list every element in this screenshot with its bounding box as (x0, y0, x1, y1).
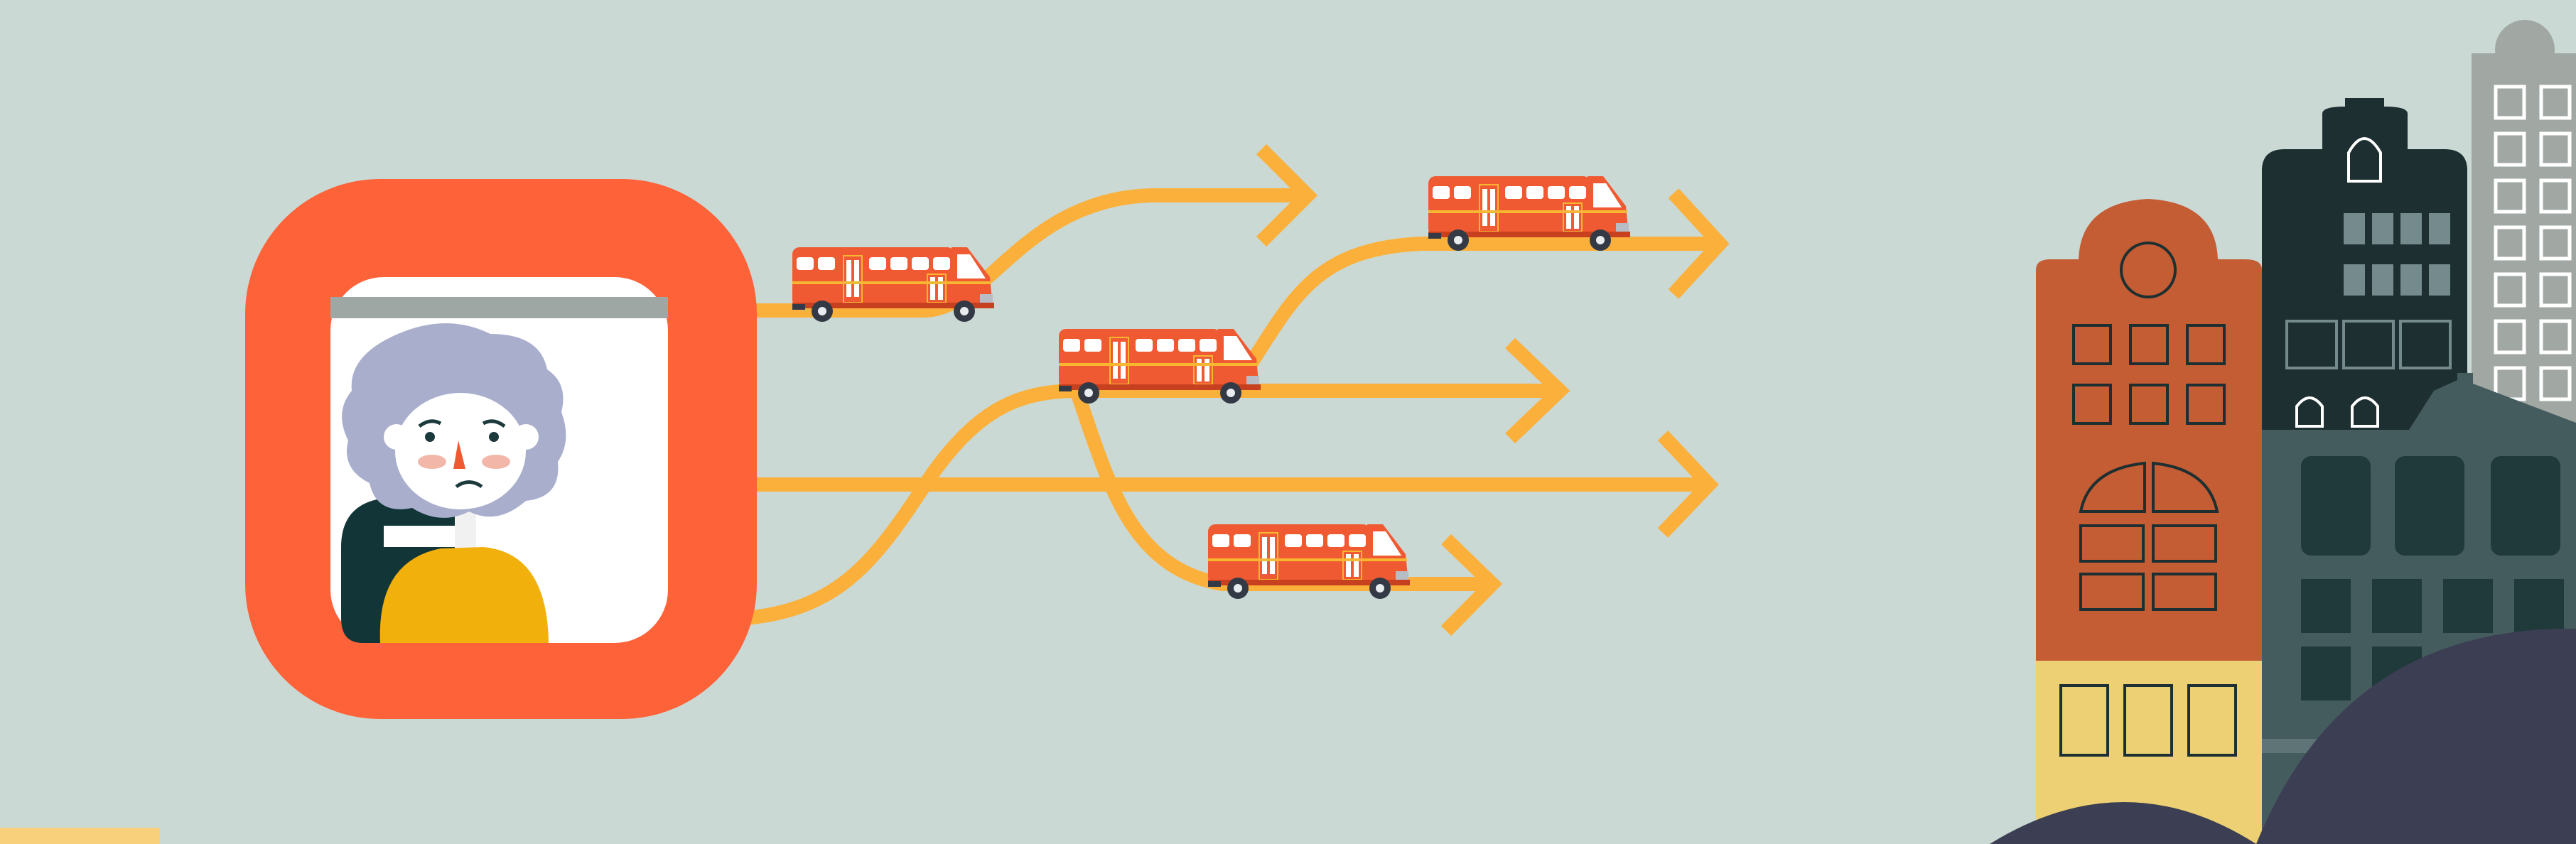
route-middle-arrowhead (1657, 431, 1719, 538)
route-bottom-swoop (713, 384, 1560, 627)
route-center-arrowhead (1505, 337, 1570, 444)
window-top-bar (330, 297, 668, 318)
city-buildings (1990, 20, 2576, 844)
hill-small (1990, 802, 2256, 844)
route-lines (713, 144, 1730, 637)
orange-building (2036, 199, 2262, 661)
route-top-arrowhead (1256, 144, 1318, 247)
hill-large (2256, 628, 2576, 844)
route-upper-branch (1241, 237, 1720, 374)
route-upper-arrowhead (1668, 188, 1730, 299)
corner-accent (0, 828, 160, 844)
window-frame (245, 179, 757, 719)
worried-passenger (341, 323, 566, 643)
route-lower-arrowhead (1440, 534, 1503, 637)
route-lower-branch (1069, 388, 1492, 591)
